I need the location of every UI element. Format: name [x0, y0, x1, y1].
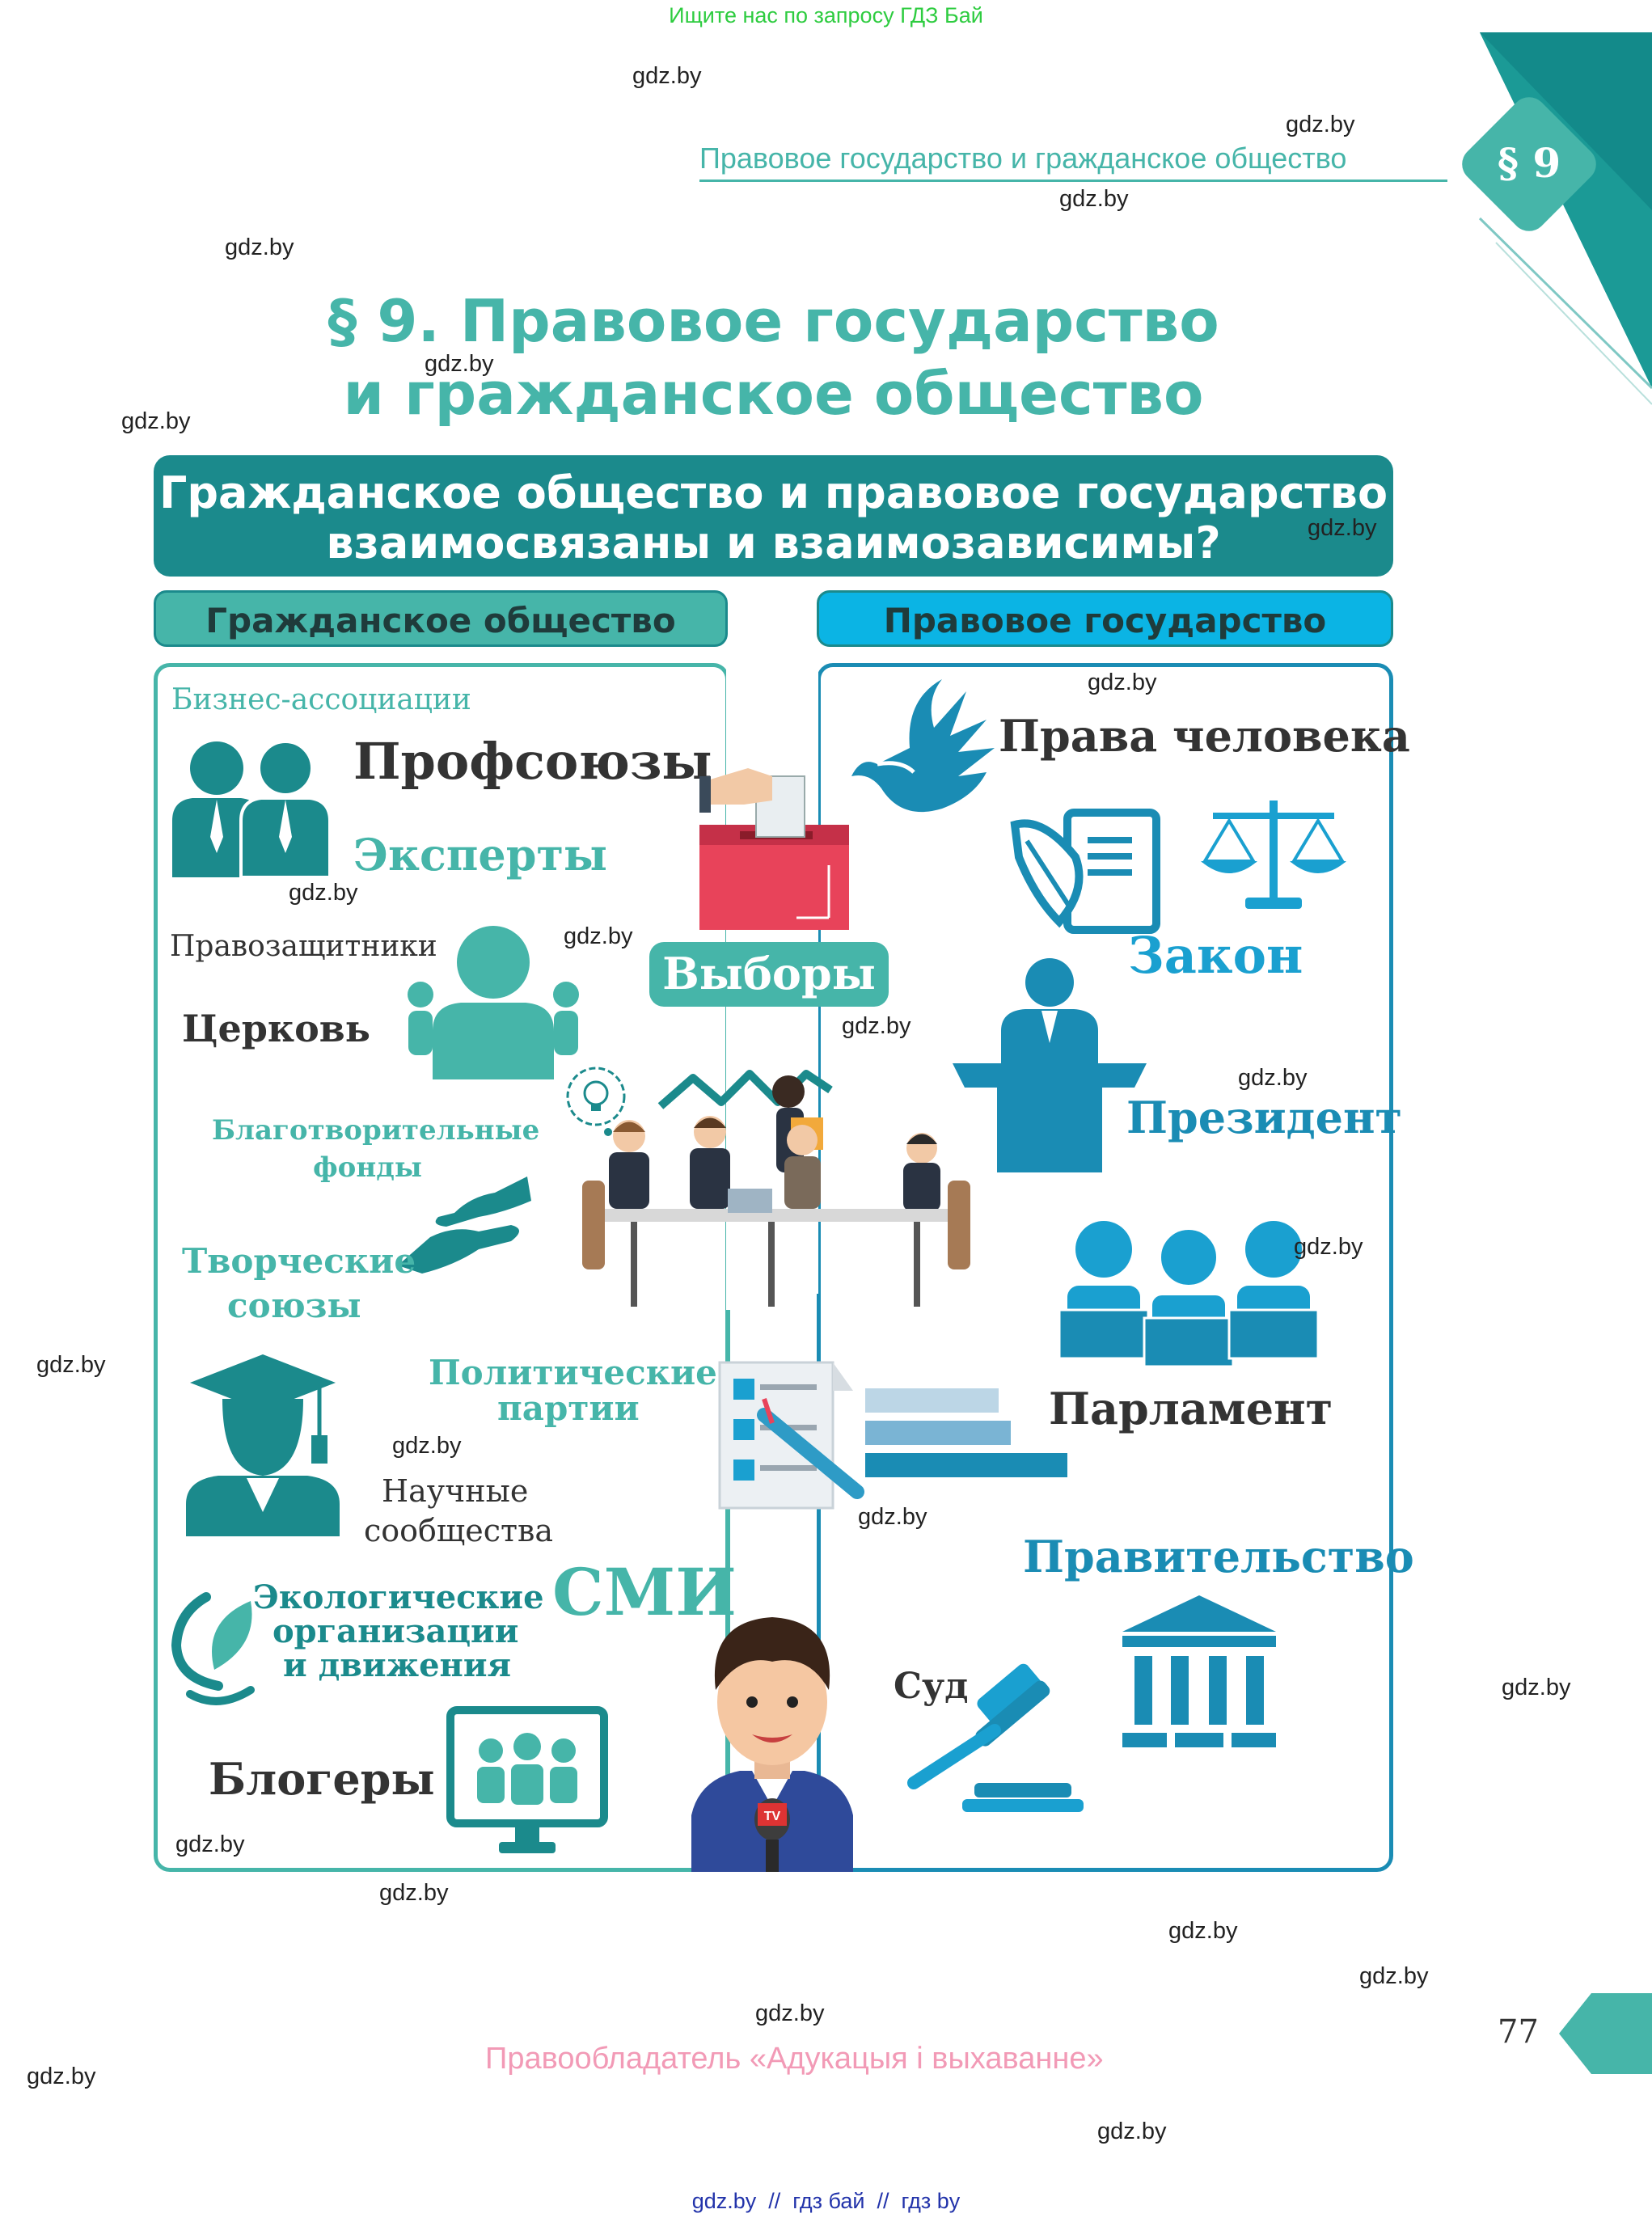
center-line-right	[817, 1294, 821, 1872]
title-line-2: и гражданское общество	[343, 360, 1204, 428]
label-bloggers: Блогеры	[209, 1753, 435, 1805]
watermark: gdz.by	[842, 1013, 911, 1039]
left-header: Гражданское общество	[205, 601, 676, 640]
leaf-eco-icon	[171, 1592, 255, 1705]
elections-badge	[649, 942, 889, 1007]
label-parliament: Парламент	[1049, 1383, 1333, 1434]
label-human-rights: Права человека	[999, 710, 1410, 762]
question-banner	[154, 455, 1393, 577]
label-charity-1: Благотворительные	[212, 1114, 540, 1147]
monitor-bloggers-icon	[446, 1706, 608, 1853]
law-scroll-quill-icon	[1010, 809, 1160, 934]
watermark: gdz.by	[632, 63, 702, 89]
watermark: gdz.by	[379, 1880, 449, 1906]
title-line-1: § 9. Правовое государство	[327, 287, 1219, 355]
right-column-frame	[817, 663, 1393, 1872]
label-elections: Выборы	[662, 948, 876, 999]
watermark: gdz.by	[1059, 186, 1129, 212]
label-parties-2: партии	[497, 1388, 640, 1428]
checklist-document-icon	[718, 1361, 864, 1510]
label-court: Суд	[894, 1666, 969, 1707]
section-badge: § 9	[1497, 139, 1561, 187]
right-header: Правовое государство	[883, 601, 1327, 640]
watermark: gdz.by	[1286, 112, 1355, 137]
watermark: gdz.by	[425, 351, 494, 377]
watermark: gdz.by	[27, 2064, 96, 2089]
question-line-1: Гражданское общество и правовое государс…	[158, 467, 1388, 518]
watermark: gdz.by	[225, 234, 294, 260]
left-header-box	[154, 590, 728, 647]
growth-chart-icon	[657, 1070, 833, 1109]
watermark: gdz.by	[1238, 1065, 1308, 1091]
watermark: gdz.by	[392, 1433, 462, 1459]
label-business-associations: Бизнес-ассоциации	[171, 683, 471, 716]
two-people-icon	[172, 740, 332, 879]
watermark: gdz.by	[175, 1831, 245, 1857]
group-people-icon	[408, 926, 579, 1079]
running-header: Правовое государство и гражданское общес…	[699, 142, 1347, 175]
watermark: gdz.by	[1168, 1918, 1238, 1944]
question-line-2: взаимосвязаны и взаимозависимы?	[326, 517, 1221, 568]
top-banner[interactable]: Ищите нас по запросу ГДЗ Бай	[669, 3, 983, 27]
parliament-bars-icon	[865, 1388, 1067, 1477]
label-law: Закон	[1128, 926, 1303, 985]
label-creative-2: союзы	[227, 1286, 361, 1325]
watermark: gdz.by	[564, 923, 633, 949]
label-science-2: сообщества	[364, 1513, 554, 1548]
copyright: Правообладатель «Адукацыя і выхаванне»	[485, 2042, 1104, 2076]
label-eco-3: и движения	[283, 1646, 512, 1684]
label-rights-defenders: Правозащитники	[170, 930, 437, 963]
watermark: gdz.by	[1088, 670, 1157, 695]
label-charity-2: фонды	[313, 1151, 422, 1184]
label-eco-2: организации	[273, 1612, 519, 1650]
watermark: gdz.by	[1308, 515, 1377, 541]
label-science-1: Научные	[382, 1473, 529, 1509]
human-rights-hand-dove-icon	[851, 679, 995, 813]
watermark: gdz.by	[755, 2000, 825, 2026]
tv-reporter-illustration: TV	[691, 1617, 853, 1872]
label-media: СМИ	[552, 1554, 737, 1630]
tv-mic-label: TV	[764, 1810, 781, 1823]
graduate-icon	[186, 1354, 340, 1536]
president-podium-icon	[953, 958, 1147, 1172]
corner-decoration	[1478, 32, 1652, 405]
idea-bubble-icon	[566, 1067, 626, 1136]
watermark: gdz.by	[1294, 1234, 1363, 1260]
helping-hands-icon	[398, 1176, 531, 1274]
label-eco-1: Экологические	[253, 1578, 544, 1616]
page-tab-shape	[1559, 1993, 1652, 2074]
watermark: gdz.by	[1502, 1675, 1571, 1700]
label-president: Президент	[1126, 1092, 1402, 1143]
label-unions: Профсоюзы	[353, 732, 712, 791]
label-parties-1: Политические	[429, 1353, 717, 1392]
scales-of-justice-icon	[1201, 801, 1346, 909]
label-creative-1: Творческие	[182, 1241, 416, 1281]
label-government: Правительство	[1023, 1531, 1414, 1582]
footer-links[interactable]: gdz.by // гдз бай // гдз by	[691, 2189, 961, 2213]
watermark: gdz.by	[1359, 1963, 1429, 1989]
gavel-icon	[907, 1663, 1084, 1812]
center-line-left	[726, 1310, 730, 1872]
right-header-box	[817, 590, 1393, 647]
label-church: Церковь	[182, 1007, 370, 1050]
ballot-box-icon	[699, 768, 849, 930]
government-building-icon	[1122, 1595, 1276, 1747]
parliament-people-icon	[1058, 1221, 1320, 1368]
watermark: gdz.by	[1097, 2119, 1167, 2144]
watermark: gdz.by	[858, 1504, 927, 1530]
watermark: gdz.by	[36, 1352, 106, 1378]
header-rule	[699, 180, 1447, 182]
page-number: 77	[1498, 2013, 1539, 2051]
label-experts: Эксперты	[353, 829, 608, 881]
watermark: gdz.by	[121, 408, 191, 434]
watermark: gdz.by	[289, 880, 358, 906]
meeting-table-illustration	[582, 1075, 970, 1307]
